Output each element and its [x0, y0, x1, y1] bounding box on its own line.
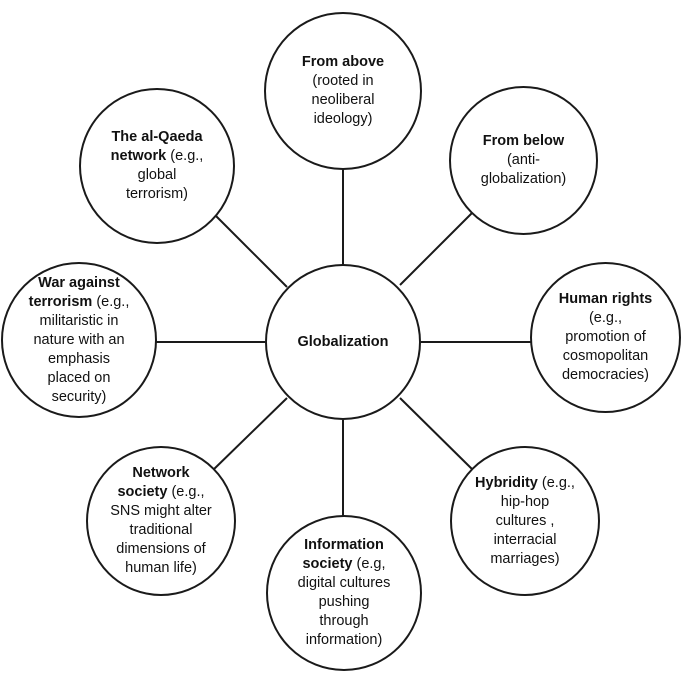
node-from-above: From above (rooted in neoliberal ideolog…	[264, 12, 422, 170]
connector-hybridity	[399, 397, 476, 473]
node-al-qaeda: The al-Qaeda network (e.g., global terro…	[79, 88, 235, 244]
node-human-rights: Human rights (e.g., promotion of cosmopo…	[530, 262, 681, 413]
node-hybridity-label: Hybridity (e.g., hip-hop cultures , inte…	[475, 474, 575, 567]
node-from-below: From below (anti- globalization)	[449, 86, 598, 235]
node-hybridity: Hybridity (e.g., hip-hop cultures , inte…	[450, 446, 600, 596]
node-information-society: Information society (e.g, digital cultur…	[266, 515, 422, 671]
node-human-rights-label: Human rights (e.g., promotion of cosmopo…	[558, 291, 653, 383]
node-globalization: Globalization	[265, 264, 421, 420]
node-globalization-label: Globalization	[297, 333, 389, 350]
connector-network-society	[210, 397, 288, 473]
node-network-society-label: Network society (e.g., SNS might alter t…	[110, 465, 212, 576]
connector-from-below	[399, 206, 479, 286]
node-from-below-label: From below (anti- globalization)	[480, 133, 567, 187]
node-al-qaeda-label: The al-Qaeda network (e.g., global terro…	[110, 129, 204, 202]
connector-al-qaeda	[213, 213, 288, 288]
node-information-society-label: Information society (e.g, digital cultur…	[297, 537, 391, 648]
node-war-against-terrorism: War against terrorism (e.g., militaristi…	[1, 262, 157, 418]
node-network-society: Network society (e.g., SNS might alter t…	[86, 446, 236, 596]
node-from-above-label: From above (rooted in neoliberal ideolog…	[301, 54, 385, 127]
node-war-against-terrorism-label: War against terrorism (e.g., militaristi…	[28, 274, 130, 405]
